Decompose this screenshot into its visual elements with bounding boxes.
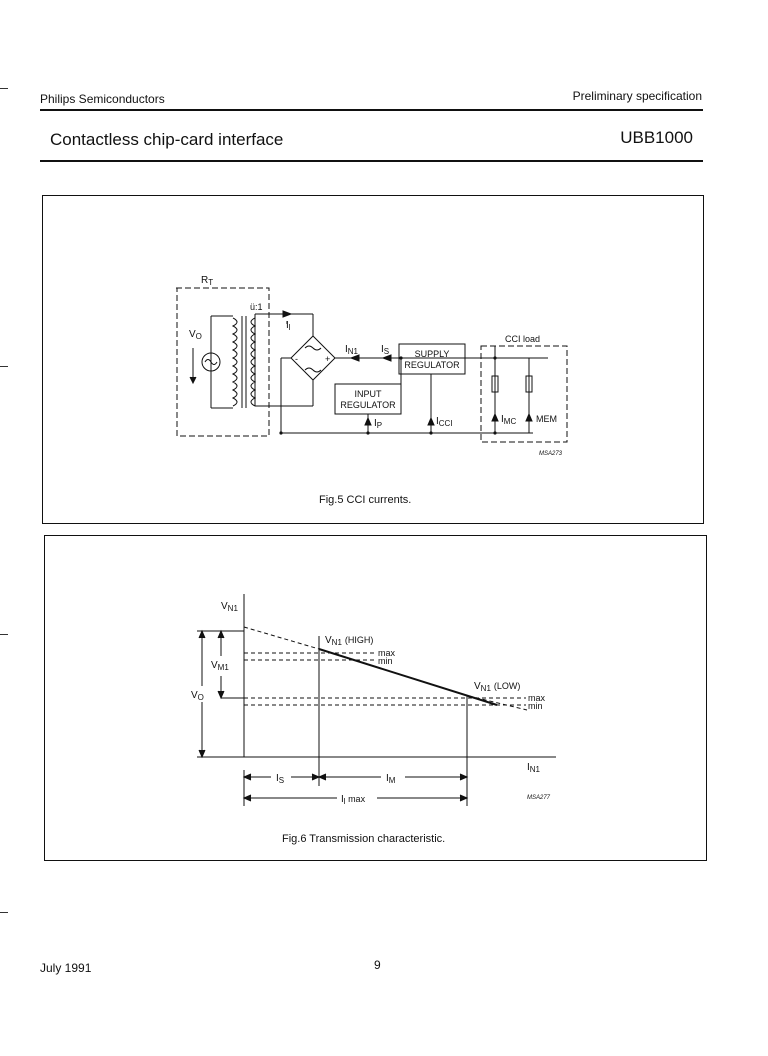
figure-5-circuit: RT ü:1 VO Il - + IN1 IS SUPPLY REGULATOR…	[176, 275, 568, 457]
vn1-high-label: VN1(HIGH)	[325, 635, 373, 647]
scan-mark	[0, 88, 8, 89]
imc-label: IMC	[501, 414, 516, 426]
figure-5-code: MSA273	[539, 451, 563, 457]
vo-label: VO	[191, 690, 204, 702]
in1-label: IN1	[345, 344, 359, 356]
is-dimension-label: IS	[276, 773, 284, 785]
in1-axis-label: IN1	[527, 762, 541, 774]
minus-terminal-label: -	[295, 354, 298, 364]
figure-6-code: MSA277	[527, 795, 551, 801]
rt-label: RT	[201, 275, 213, 287]
scan-mark	[0, 366, 8, 367]
high-max-label: max	[378, 648, 396, 658]
vn1-low-label: VN1(LOW)	[474, 681, 520, 693]
document-title: Contactless chip-card interface	[50, 130, 284, 149]
turns-ratio-label: ü:1	[250, 302, 263, 312]
figure-6-caption: Fig.6 Transmission characteristic.	[282, 833, 446, 845]
supply-regulator-label-1: SUPPLY	[415, 349, 450, 359]
cci-load-boundary	[480, 345, 568, 443]
figure-5-frame: RT ü:1 VO Il - + IN1 IS SUPPLY REGULATOR…	[42, 195, 704, 524]
rt-boundary	[176, 287, 270, 437]
footer-date: July 1991	[40, 961, 92, 975]
page-number: 9	[374, 958, 381, 972]
supply-regulator-label-2: REGULATOR	[404, 360, 460, 370]
title-rule	[40, 160, 703, 162]
input-regulator-label-1: INPUT	[355, 389, 383, 399]
ilmax-dimension-label: Il max	[341, 794, 366, 806]
supply-regulator-block	[398, 343, 466, 375]
scan-mark	[0, 634, 8, 635]
high-min-label: min	[378, 656, 393, 666]
input-regulator-label-2: REGULATOR	[340, 400, 396, 410]
primary-coil	[231, 317, 238, 407]
ac-source-symbol	[201, 352, 221, 372]
plus-terminal-label: +	[325, 354, 330, 364]
document-status: Preliminary specification	[572, 89, 702, 103]
vn1-axis-label: VN1	[221, 601, 238, 613]
cci-load-label: CCI load	[505, 334, 540, 344]
vm1-label: VM1	[211, 660, 229, 672]
company-name: Philips Semiconductors	[40, 92, 165, 106]
il-label: Il	[286, 320, 291, 332]
figure-6-frame: VN1 VN1(HIGH) max min VN1(LOW) max min V…	[44, 535, 707, 861]
vo-label: VO	[189, 329, 202, 341]
mem-label: MEM	[536, 414, 557, 424]
mem-load-resistor	[525, 375, 533, 393]
scan-mark	[0, 912, 8, 913]
figure-6-graph: VN1 VN1(HIGH) max min VN1(LOW) max min V…	[189, 594, 556, 806]
ip-label: IP	[374, 418, 382, 430]
header-rule	[40, 109, 703, 111]
icci-label: ICCI	[436, 416, 453, 428]
characteristic-line	[318, 648, 498, 706]
is-label: IS	[381, 344, 389, 356]
low-max-label: max	[528, 693, 546, 703]
low-min-label: min	[528, 701, 543, 711]
figure-5-caption: Fig.5 CCI currents.	[319, 494, 412, 506]
im-dimension-label: IM	[386, 773, 396, 785]
mc-load-resistor	[491, 375, 499, 393]
part-number: UBB1000	[620, 128, 693, 147]
secondary-coil	[250, 317, 257, 407]
